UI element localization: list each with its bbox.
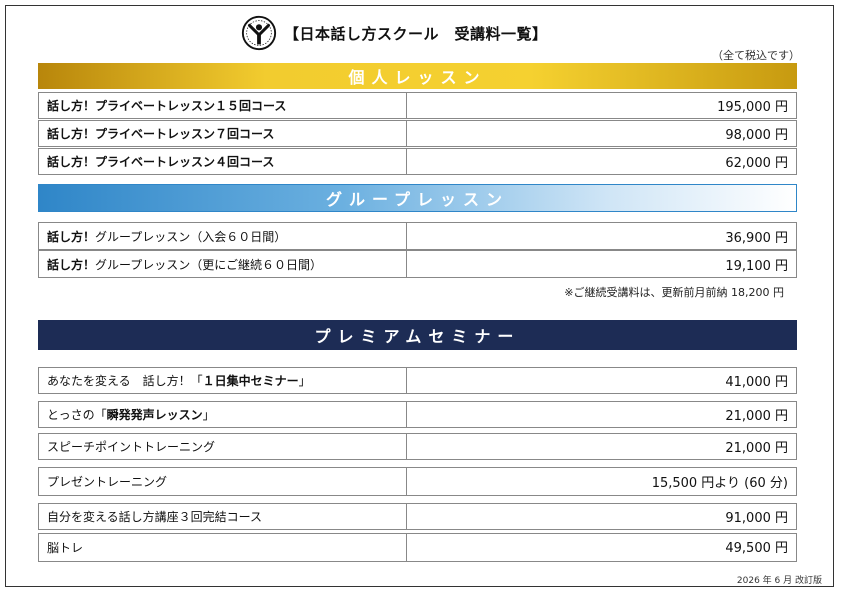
document-header: 【日本話し方スクール 受講料一覧】 [240,14,548,52]
course-price: 49,500 円 [725,541,788,556]
table-row: スピーチポイントトレーニング 21,000 円 [38,433,797,460]
course-name: 話し方！プライベートレッスン１５回コース [39,93,407,118]
course-name: あなたを変える 話し方！「１日集中セミナー」 [39,368,407,393]
course-name: 話し方！グループレッスン（更にご継続６０日間） [39,251,407,277]
course-name-rest: グループレッスン（入会６０日間） [95,229,287,244]
course-name-bold: 話し方！ [47,257,96,272]
course-name-pre: あなたを変える 話し方！「 [47,374,203,388]
course-name-bold: 瞬発発声レッスン [106,408,203,422]
table-row: 話し方！プライベートレッスン７回コース 98,000 円 [38,120,797,147]
table-row: 話し方！プライベートレッスン１５回コース 195,000 円 [38,92,797,119]
course-name: とっさの「瞬発発声レッスン」 [39,402,407,427]
course-price: 41,000 円 [725,375,788,390]
page-frame [5,5,834,587]
course-price: 195,000 円 [717,100,788,115]
table-row: 話し方！グループレッスン（更にご継続６０日間） 19,100 円 [38,250,797,278]
course-name: プレゼントレーニング [39,468,407,495]
course-price: 21,000 円 [725,409,788,424]
course-name: 話し方！グループレッスン（入会６０日間） [39,223,407,249]
table-row: 脳トレ 49,500 円 [38,533,797,562]
tax-note: （全て税込です） [712,49,800,62]
course-price: 91,000 円 [725,511,788,526]
course-name-rest: グループレッスン（更にご継続６０日間） [95,257,323,272]
revision-note: 2026 年 6 月 改訂版 [736,576,822,586]
table-row: プレゼントレーニング 15,500 円より (60 分) [38,467,797,496]
renewal-note: ※ご継続受講料は、更新前月前納 18,200 円 [564,286,784,299]
course-name: 話し方！プライベートレッスン７回コース [39,121,407,146]
course-price: 21,000 円 [725,441,788,456]
course-name-post: 」 [202,408,215,422]
course-name-bold: 話し方！ [47,229,96,244]
course-name: スピーチポイントトレーニング [39,434,407,459]
course-price: 62,000 円 [725,156,788,171]
table-row: あなたを変える 話し方！「１日集中セミナー」 41,000 円 [38,367,797,394]
table-row: 話し方！グループレッスン（入会６０日間） 36,900 円 [38,222,797,250]
course-price: 19,100 円 [725,258,788,274]
table-row: 話し方！プライベートレッスン４回コース 62,000 円 [38,148,797,175]
school-logo-icon [241,15,277,51]
table-row: とっさの「瞬発発声レッスン」 21,000 円 [38,401,797,428]
course-price: 15,500 円より (60 分) [651,476,788,491]
section-title-individual: 個人レッスン [38,63,797,89]
table-row: 自分を変える話し方講座３回完結コース 91,000 円 [38,503,797,530]
course-price: 98,000 円 [725,128,788,143]
course-name: 脳トレ [39,534,407,561]
course-name: 話し方！プライベートレッスン４回コース [39,149,407,174]
course-name-bold: １日集中セミナー [202,374,299,388]
course-name-pre: とっさの「 [47,408,107,422]
course-name: 自分を変える話し方講座３回完結コース [39,504,407,529]
document-title: 【日本話し方スクール 受講料一覧】 [284,24,548,43]
section-title-premium: プレミアムセミナー [38,320,797,350]
course-name-post: 」 [298,374,311,388]
section-title-group: グループレッスン [38,184,797,212]
course-price: 36,900 円 [725,230,788,246]
